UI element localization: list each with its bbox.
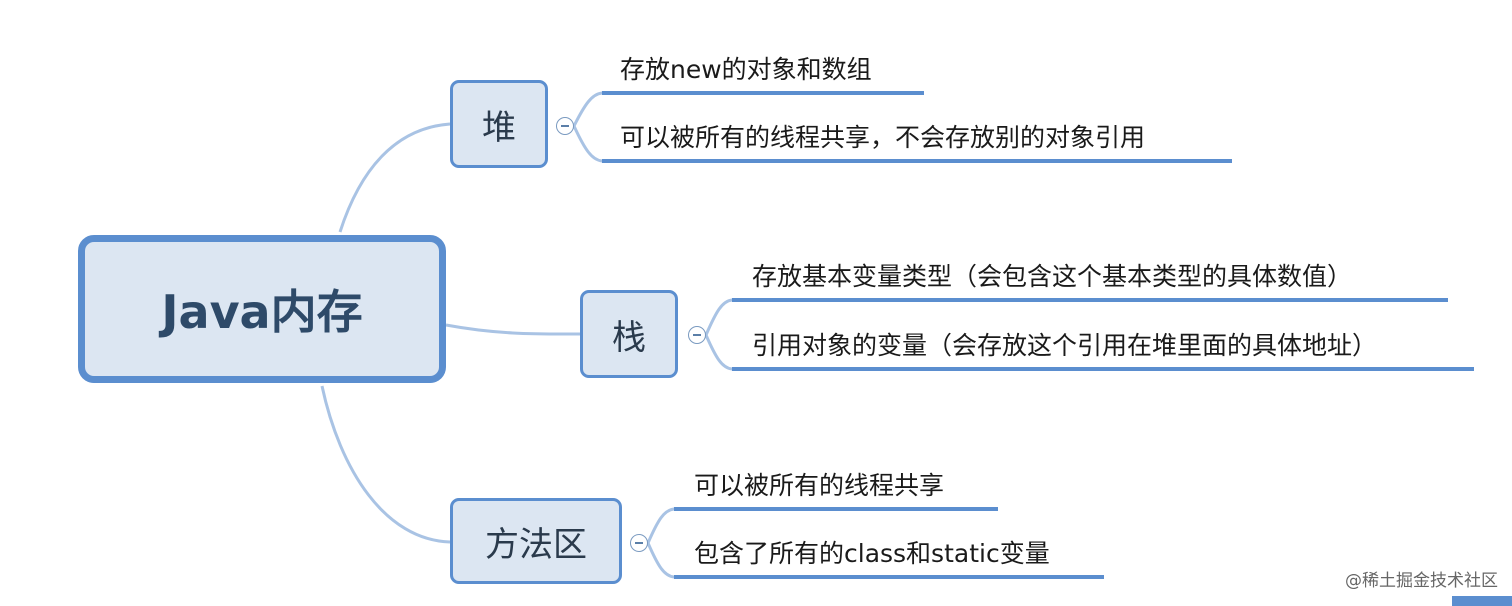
collapse-toggle-method-area[interactable] — [630, 534, 648, 552]
root-node-java-memory[interactable]: Java内存 — [78, 235, 446, 383]
connector-stack-leaf-1 — [704, 298, 1448, 336]
leaf-method-area-2: 包含了所有的class和static变量 — [694, 539, 1050, 568]
branch-node-label: 栈 — [612, 317, 646, 358]
leaf-heap-2: 可以被所有的线程共享，不会存放别的对象引用 — [620, 123, 1146, 152]
leaf-stack-2: 引用对象的变量（会存放这个引用在堆里面的具体地址） — [752, 331, 1378, 360]
connector-stack-leaf-2 — [704, 334, 1474, 371]
leaf-stack-1: 存放基本变量类型（会包含这个基本类型的具体数值） — [752, 262, 1353, 291]
corner-accent — [1452, 596, 1512, 606]
connector-root-method — [320, 385, 451, 544]
branch-node-stack[interactable]: 栈 — [580, 290, 678, 378]
collapse-toggle-stack[interactable] — [688, 326, 706, 344]
connector-heap-leaf-2 — [572, 125, 1232, 163]
branch-node-heap[interactable]: 堆 — [450, 80, 548, 168]
leaf-method-area-1: 可以被所有的线程共享 — [694, 471, 945, 500]
connector-root-stack — [445, 323, 581, 336]
collapse-toggle-heap[interactable] — [556, 117, 574, 135]
branch-node-label: 堆 — [482, 107, 516, 148]
branch-node-method-area[interactable]: 方法区 — [450, 498, 622, 584]
root-node-label: Java内存 — [161, 285, 363, 339]
leaf-heap-1: 存放new的对象和数组 — [620, 55, 872, 84]
connector-method-leaf-1 — [646, 507, 998, 544]
connector-method-leaf-2 — [646, 542, 1104, 579]
connector-heap-leaf-1 — [572, 91, 924, 127]
connector-root-heap — [338, 122, 451, 233]
branch-node-label: 方法区 — [485, 524, 587, 565]
watermark-text: @稀土掘金技术社区 — [1345, 571, 1498, 591]
